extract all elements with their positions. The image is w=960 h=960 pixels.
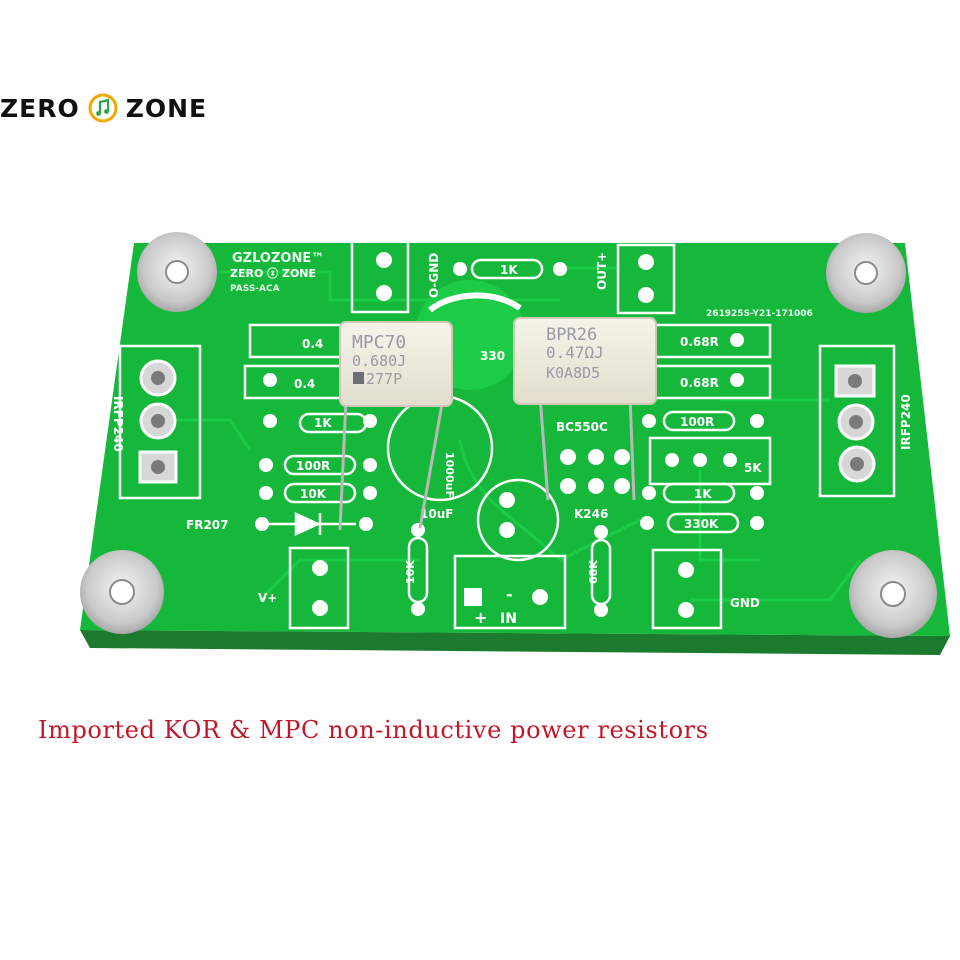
label-gnd: GND (730, 596, 760, 610)
solder-pads (138, 252, 876, 618)
pcb-brand-sub: ZERO ⓩ ZONE (230, 266, 316, 280)
mounting-hole-br (849, 550, 937, 638)
mpc-power-resistor: MPC70 0.680J 277P (339, 321, 453, 407)
label-r-5k: 5K (744, 461, 762, 475)
label-vplus: V+ (258, 591, 277, 605)
kor-line2: 0.47ΩJ (546, 343, 604, 362)
label-r-330k: 330K (684, 517, 719, 531)
silk-arc (428, 292, 522, 313)
pcb-serial: 261925S-Y21-171006 (706, 309, 813, 319)
label-out: OUT+ (595, 252, 609, 290)
logo-left-word: ZERO (0, 93, 80, 123)
music-note-logo-icon (88, 93, 118, 123)
label-right-fet: IRFP240 (899, 394, 913, 450)
label-r-04-a: 0.4 (302, 337, 323, 351)
kor-power-resistor: BPR26 0.47ΩJ K0A8D5 (513, 317, 657, 405)
product-caption: Imported KOR & MPC non-inductive power r… (38, 716, 709, 744)
label-r-10k-left: 10K (300, 487, 327, 501)
label-bc: BC550C (556, 420, 608, 434)
silkscreen-text: GZLOZONE™ ZERO ⓩ ZONE PASS-ACA 261925S-Y… (111, 251, 913, 627)
label-r-1k-left: 1K (314, 416, 332, 430)
mpc-line1: MPC70 (352, 332, 406, 353)
label-ogndt: O-GND (427, 253, 441, 298)
mounting-hole-tr (826, 233, 906, 313)
label-r-68k-v: 68K (587, 560, 600, 584)
label-r-330: 330 (480, 349, 505, 363)
mounting-hole-bl (80, 550, 164, 634)
pcb-model: PASS-ACA (230, 284, 280, 294)
logo-right-word: ZONE (125, 93, 208, 123)
label-cap-small: 10uF (420, 507, 453, 521)
copper-traces (150, 266, 862, 602)
label-r-1k-right: 1K (694, 487, 712, 501)
label-r-100r-left: 100R (296, 459, 330, 473)
label-r-04-b: 0.4 (294, 377, 315, 391)
label-r-100r-right: 100R (680, 415, 714, 429)
label-in-minus: - (506, 585, 513, 604)
mpc-line2: 0.680J (352, 352, 406, 370)
label-k246: K246 (574, 507, 608, 521)
kor-line3: K0A8D5 (546, 364, 600, 382)
label-in-plus: + (474, 608, 487, 627)
mounting-hole-tl (137, 232, 217, 312)
pcb-edge (80, 630, 950, 655)
mpc-line3: 277P (366, 370, 402, 388)
brand-logo: ZERO ZONE (0, 88, 207, 128)
label-cap-big: 1000uF (443, 452, 456, 498)
label-left-fet: IRFP240 (111, 396, 125, 452)
label-r-10k-v: 10K (404, 560, 417, 584)
label-diode: FR207 (186, 518, 229, 532)
label-in: IN (500, 611, 517, 627)
pcb-brand: GZLOZONE™ (232, 251, 324, 266)
kor-line1: BPR26 (546, 325, 597, 345)
label-r-068-a: 0.68R (680, 335, 719, 349)
label-r-068-b: 0.68R (680, 376, 719, 390)
label-r-1k-top: 1K (500, 263, 518, 277)
silk-outlines (118, 238, 896, 630)
resistor-leads (338, 395, 636, 531)
